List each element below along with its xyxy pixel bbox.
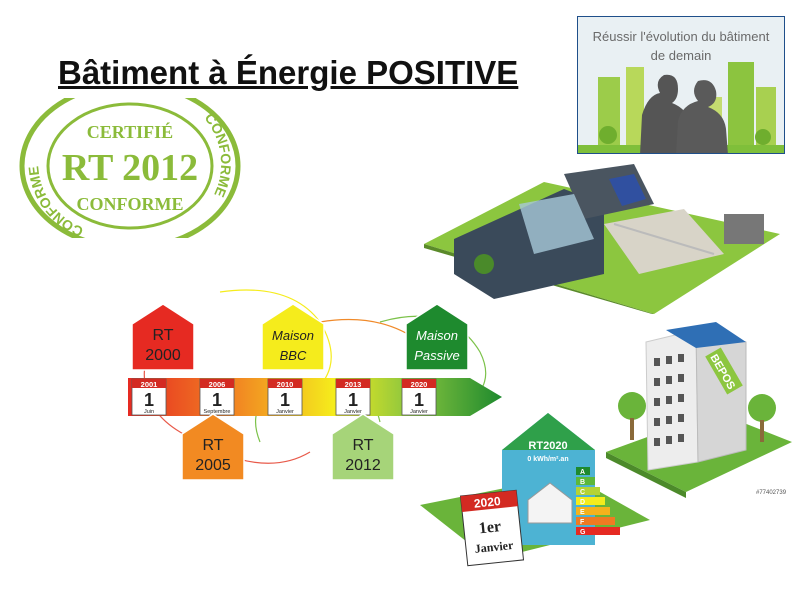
calendar-month: Septembre [204,409,231,415]
city-silhouette-graphic [578,17,784,153]
calendar-year: 2013 [345,380,362,389]
house-line-2: Passive [414,348,460,363]
house-rt-2012: RT 2012 [331,413,395,481]
energy-class-letter: C [580,489,585,496]
calendar-year: 2020 [411,380,428,389]
eco-house-illustration [424,164,780,314]
energy-class-g: G [576,527,620,536]
energy-cal-day: 1er [478,518,502,537]
stamp-line-3: CONFORME [77,194,184,214]
house-line-2: BBC [280,348,307,363]
house-line-1: RT [152,327,173,344]
stamp-line-1: CERTIFIÉ [87,121,173,142]
rt-timeline: 20011Juin20061Septembre20101Janvier20131… [128,289,502,481]
house-line-1: Maison [272,328,314,343]
energy-class-a: A [576,467,590,476]
calendar-day: 1 [414,390,424,410]
energy-class-e: E [576,507,610,516]
rt2012-stamp: CONFORME CONFORME CERTIFIÉ RT 2012 CONFO… [19,98,241,238]
stamp-line-2: RT 2012 [62,147,198,189]
energy-class-letter: G [580,529,586,536]
house-rt-2000: RT 2000 [131,303,195,371]
calendar-day: 1 [280,390,290,410]
energy-class-letter: E [580,509,585,516]
energy-class-d: D [576,497,605,506]
promo-caption: Réussir l'évolution du bâtiment de demai… [578,27,784,65]
energy-class-f: F [576,517,615,526]
house-line-2: 2005 [195,457,231,474]
energy-class-c: C [576,487,600,496]
house-line-2: 2012 [345,457,381,474]
house-line-1: RT [352,437,373,454]
house-line-1: RT [202,437,223,454]
calendar-month: Janvier [276,409,294,415]
energy-unit: 0 kWh/m².an [527,456,568,463]
energy-cal-month: Janvier [474,538,515,556]
calendar-month: Juin [144,409,154,415]
house-rt-2005: RT 2005 [181,413,245,481]
calendar-year: 2001 [141,380,158,389]
bepos-tower-illustration: BEPOS #77402739 [606,322,792,498]
promo-image: Réussir l'évolution du bâtiment de demai… [577,16,785,154]
promo-caption-line-2: de demain [650,48,712,63]
calendar-month: Janvier [344,409,362,415]
energy-cal-year: 2020 [473,494,501,511]
house-line-1: Maison [416,328,458,343]
energy-class-letter: F [580,519,585,526]
timeline-arrow [128,378,502,416]
calendar-month: Janvier [410,409,428,415]
calendar-year: 2006 [209,380,226,389]
tower-code: #77402739 [756,490,787,496]
energy-title: RT2020 [528,440,567,452]
energy-class-letter: B [580,479,585,486]
energy-class-letter: A [580,469,585,476]
calendar-day: 1 [348,390,358,410]
house-line-2: 2000 [145,347,181,364]
page-title: Bâtiment à Énergie POSITIVE [58,54,519,91]
calendar-year: 2010 [277,380,294,389]
timeline-calendars: 20011Juin20061Septembre20101Janvier20131… [131,378,437,416]
energy-class-b: B [576,477,595,486]
promo-caption-line-1: Réussir l'évolution du bâtiment [592,29,770,44]
energy-class-letter: D [580,499,585,506]
calendar-day: 1 [212,390,222,410]
calendar-day: 1 [144,390,154,410]
